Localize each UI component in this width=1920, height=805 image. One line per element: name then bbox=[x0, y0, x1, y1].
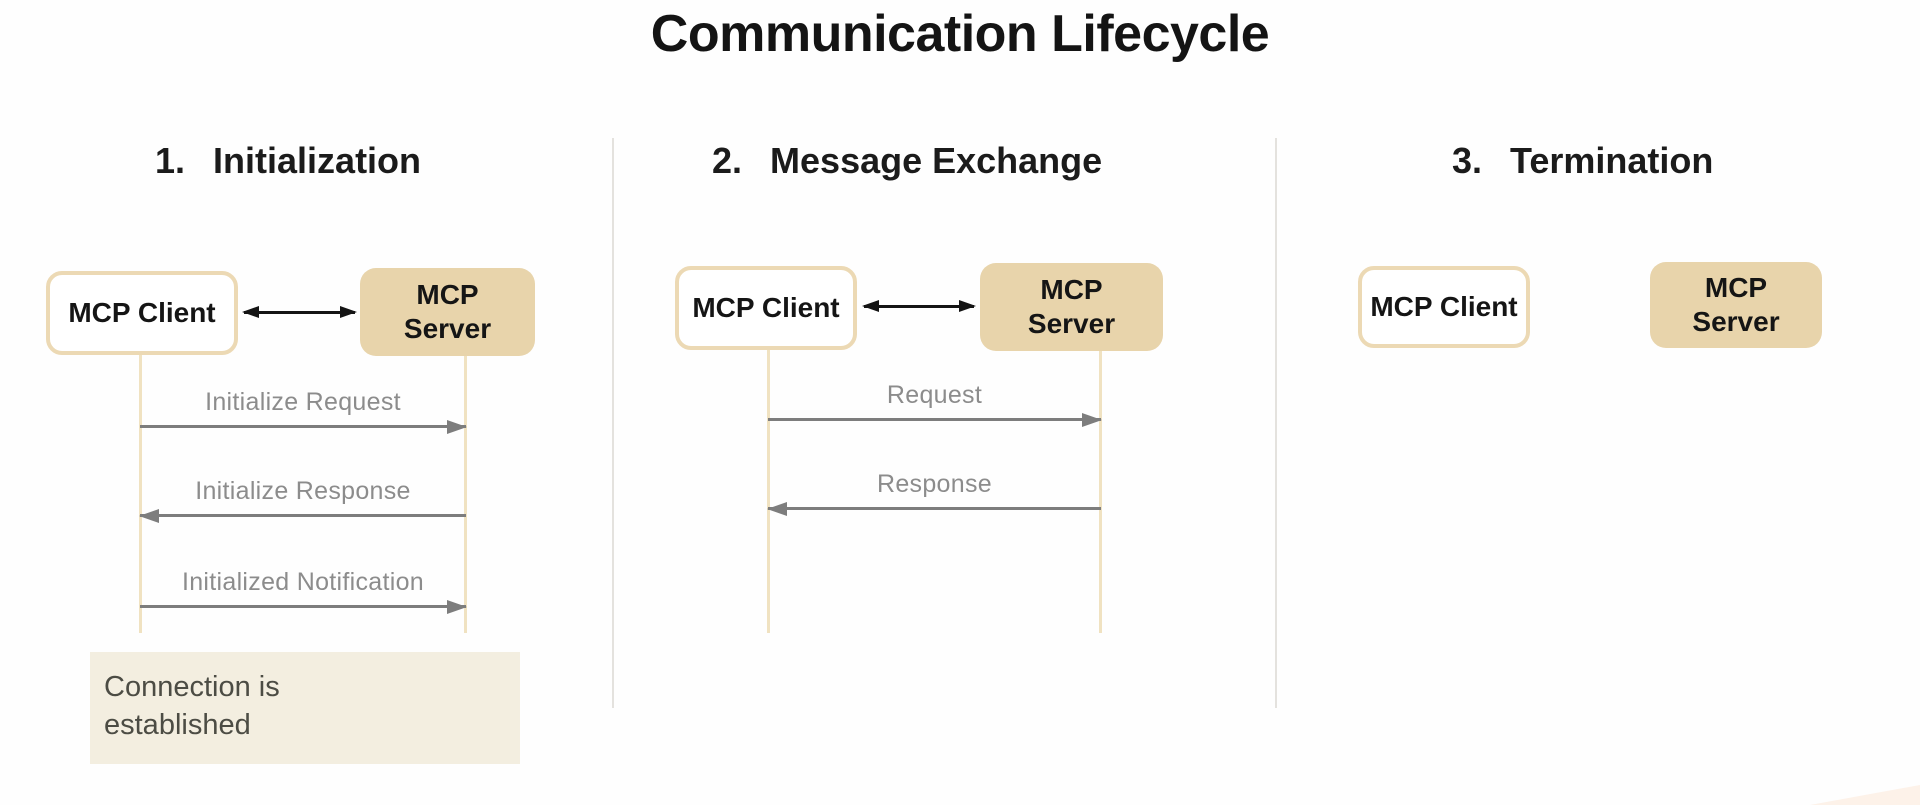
section-number: 2. bbox=[712, 140, 743, 181]
mcp-server-box-termination: MCP Server bbox=[1650, 262, 1822, 348]
mcp-client-box-initialization: MCP Client bbox=[46, 271, 238, 355]
mcp-client-box-message-exchange: MCP Client bbox=[675, 266, 857, 350]
mcp-client-label: MCP Client bbox=[692, 291, 840, 323]
message-label: Initialize Request bbox=[205, 388, 401, 416]
message-label: Initialize Response bbox=[195, 477, 411, 505]
mcp-server-label: MCP Server bbox=[1692, 271, 1780, 337]
section-divider-1 bbox=[612, 138, 614, 708]
client-lifeline bbox=[139, 355, 142, 633]
arrow-left-icon bbox=[139, 508, 466, 523]
arrow-right-icon bbox=[140, 419, 467, 434]
message-label: Request bbox=[886, 381, 983, 409]
section-header-message-exchange: 2. Message Exchange bbox=[712, 140, 1102, 182]
message-initialize-response: Initialize Response bbox=[139, 477, 466, 523]
mcp-server-label: MCP Server bbox=[403, 278, 492, 344]
section-divider-2 bbox=[1275, 138, 1277, 708]
server-lifeline bbox=[1099, 351, 1102, 633]
section-label: Termination bbox=[1510, 140, 1714, 181]
message-response: Response bbox=[767, 470, 1101, 516]
section-label: Initialization bbox=[213, 140, 422, 181]
bidirectional-arrow-icon bbox=[862, 300, 976, 312]
message-request: Request bbox=[768, 381, 1102, 427]
mcp-server-box-message-exchange: MCP Server bbox=[980, 263, 1163, 351]
connection-established-note: Connection is established bbox=[90, 652, 520, 764]
message-initialize-request: Initialize Request bbox=[140, 388, 467, 434]
section-number: 1. bbox=[155, 140, 186, 181]
section-label: Message Exchange bbox=[770, 140, 1103, 181]
server-lifeline bbox=[464, 356, 467, 633]
section-header-initialization: 1. Initialization bbox=[155, 140, 421, 182]
page-title: Communication Lifecycle bbox=[650, 5, 1270, 63]
arrow-right-icon bbox=[140, 599, 467, 614]
corner-decoration bbox=[1810, 785, 1920, 805]
mcp-client-box-termination: MCP Client bbox=[1358, 266, 1530, 348]
section-header-termination: 3. Termination bbox=[1452, 140, 1713, 182]
message-initialized-notification: Initialized Notification bbox=[140, 568, 467, 614]
client-lifeline bbox=[767, 350, 770, 633]
message-label: Response bbox=[877, 470, 992, 498]
arrow-left-icon bbox=[767, 501, 1101, 516]
message-label: Initialized Notification bbox=[181, 568, 425, 596]
mcp-server-box-initialization: MCP Server bbox=[360, 268, 535, 356]
arrow-right-icon bbox=[768, 412, 1102, 427]
section-number: 3. bbox=[1452, 140, 1483, 181]
mcp-client-label: MCP Client bbox=[1370, 290, 1518, 322]
mcp-server-label: MCP Server bbox=[1027, 273, 1116, 339]
mcp-client-label: MCP Client bbox=[68, 296, 216, 328]
bidirectional-arrow-icon bbox=[242, 306, 357, 318]
